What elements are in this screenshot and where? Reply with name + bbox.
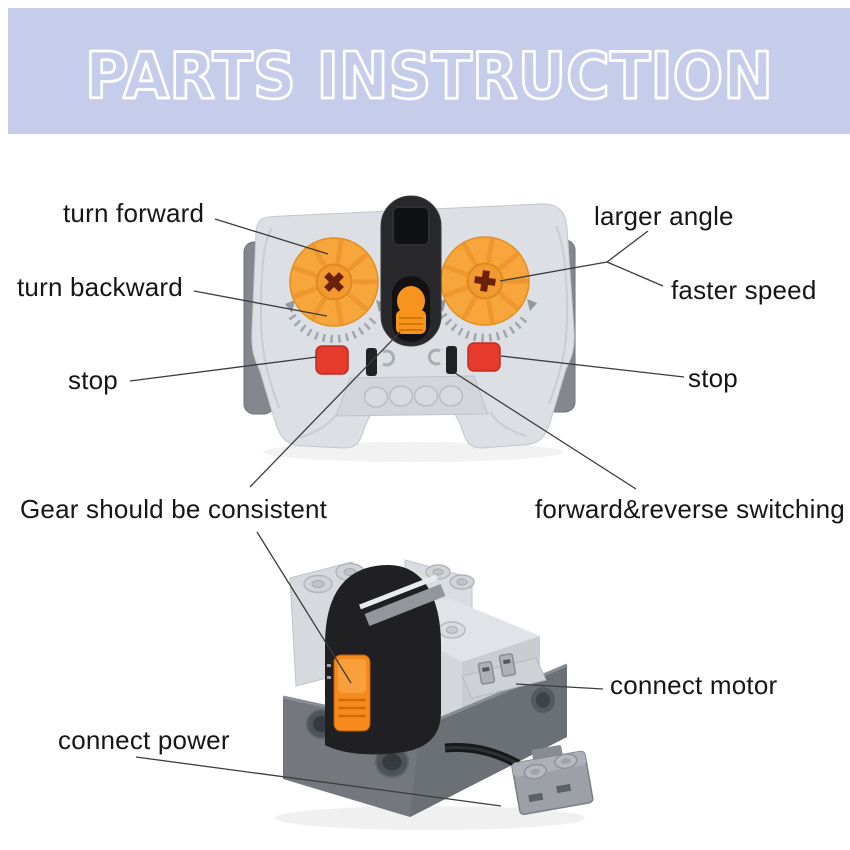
receiver-shadow (275, 806, 585, 830)
ir-receiver-illustration (275, 559, 594, 830)
label-gear-consistent: Gear should be consistent (20, 494, 328, 524)
stop-button-right (467, 342, 501, 372)
label-forward-reverse-switching: forward&reverse switching (535, 494, 845, 524)
callout-line-forward-reverse (454, 372, 637, 490)
remote-studs (363, 385, 464, 408)
callout-line-gear-down (256, 531, 352, 684)
label-faster-speed: faster speed (671, 275, 817, 305)
arch-stripe-gray (364, 583, 446, 627)
motor-connector-pins (461, 653, 547, 699)
callout-line-turn-forward (214, 218, 329, 255)
right-dial-spokes (444, 238, 529, 324)
speed-lever (396, 286, 426, 334)
left-dial-axle-cross (324, 272, 344, 292)
receiver-left-studs (303, 562, 365, 594)
callout-line-connect-power (135, 756, 502, 807)
label-connect-motor: connect motor (610, 670, 778, 700)
callout-line-turn-backward (193, 290, 328, 317)
remote-control-illustration (243, 195, 576, 462)
label-connect-power: connect power (58, 725, 230, 755)
label-stop-left: stop (68, 365, 118, 395)
rotation-symbol-left (382, 349, 396, 367)
callout-line-stop-left (129, 356, 318, 382)
callout-lines (129, 218, 685, 807)
channel-switch (327, 654, 371, 732)
rotation-symbol-right (427, 348, 441, 366)
receiver-back-studs (425, 564, 475, 590)
label-turn-forward: turn forward (63, 198, 205, 228)
direction-switch-right (446, 346, 457, 374)
right-dial (440, 236, 530, 326)
callout-line-gear-up (249, 331, 401, 488)
left-dial (289, 237, 379, 327)
callout-line-faster-speed (606, 261, 664, 287)
right-dial-axle-cross (474, 270, 496, 292)
callout-line-larger-angle (606, 230, 649, 263)
power-wire-highlight (444, 746, 519, 766)
callout-line-dial-branch (499, 261, 608, 282)
label-larger-angle: larger angle (594, 201, 734, 231)
banner-background (8, 8, 850, 134)
arch-stripe-white (359, 574, 438, 610)
left-dial-spokes (293, 239, 378, 325)
callout-line-stop-right (500, 355, 685, 378)
label-turn-backward: turn backward (17, 272, 183, 302)
callout-line-connect-motor (515, 683, 604, 690)
stop-button-left (315, 345, 349, 375)
title-banner: PARTS INSTRUCTION (8, 8, 850, 134)
page-title: PARTS INSTRUCTION (85, 40, 773, 114)
label-stop-right: stop (688, 363, 738, 393)
ir-window (392, 206, 430, 246)
remote-panel-contours (259, 225, 569, 439)
power-connector-plug (511, 745, 594, 816)
